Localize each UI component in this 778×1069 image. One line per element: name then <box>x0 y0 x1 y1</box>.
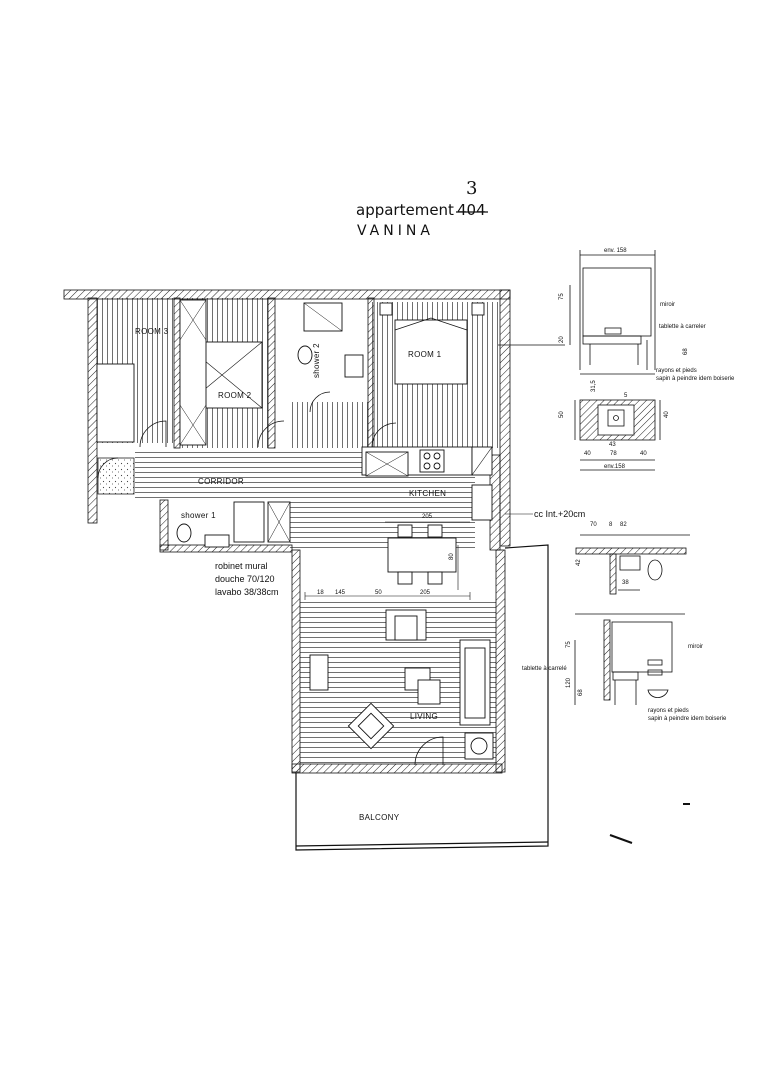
detail-top-75: 75 <box>559 293 565 300</box>
shower1-toilet <box>176 523 192 543</box>
detail-bot-70: 70 <box>590 522 597 528</box>
detail-bot-38: 38 <box>622 580 629 586</box>
detail-bot-miroir: miroir <box>688 644 703 650</box>
robinet-note-3: lavabo 38/38cm <box>215 587 279 597</box>
detail-bot-42: 42 <box>576 559 582 566</box>
detail-bottom-elevation <box>574 613 685 705</box>
room3-bed <box>96 363 135 443</box>
detail-bottom-plan <box>575 534 690 595</box>
room1-bed <box>394 319 468 385</box>
detail-mid-50: 50 <box>559 411 565 418</box>
detail-top-tablette: tablette à carreler <box>659 324 706 330</box>
detail-mid-40-right: 40 <box>664 411 670 418</box>
detail-bot-120: 120 <box>566 677 572 688</box>
cc-note: cc Int.+20cm <box>534 509 586 519</box>
detail-top-rayons-1: rayons et pieds <box>656 368 697 374</box>
detail-bot-8: 8 <box>609 522 613 528</box>
dim-145: 145 <box>335 590 346 596</box>
dim-80: 80 <box>449 553 455 560</box>
detail-mid-43: 43 <box>609 442 616 448</box>
shower1-tray <box>233 501 265 543</box>
dim-205-bottom: 205 <box>420 590 431 596</box>
terrazzo-patch <box>97 457 135 495</box>
detail-bot-82: 82 <box>620 522 627 528</box>
robinet-note-1: robinet mural <box>215 561 268 571</box>
living-label: LIVING <box>410 712 439 721</box>
detail-mid-env: env.158 <box>604 464 625 470</box>
stray-mark <box>609 834 633 844</box>
title-name: VANINA <box>357 223 434 239</box>
detail-bot-68: 68 <box>578 689 584 696</box>
detail-top-20: 20 <box>559 336 565 343</box>
shower2-label: shower 2 <box>312 343 321 378</box>
detail-bot-rayons-1: rayons et pieds <box>648 708 689 714</box>
dim-50: 50 <box>375 590 382 596</box>
walls <box>63 289 511 774</box>
shower2-floor <box>288 402 368 448</box>
room2-label: ROOM 2 <box>218 391 252 400</box>
title-prefix: appartement <box>356 201 454 219</box>
room3-label: ROOM 3 <box>135 327 169 336</box>
balcony-outline <box>295 544 549 851</box>
robinet-note-2: douche 70/120 <box>215 574 275 584</box>
detail-mid-40-left: 40 <box>584 451 591 457</box>
detail-top-rayons-2: sapin à peindre idem boiserie <box>656 376 735 382</box>
detail-mid-31-5: 31,5 <box>591 380 597 392</box>
door-swings <box>97 391 444 766</box>
detail-top-miroir: miroir <box>660 302 675 308</box>
room2-closet <box>179 299 207 446</box>
dimension-lines <box>304 513 533 600</box>
shower2-toilet <box>297 345 313 365</box>
dim-18: 18 <box>317 590 324 596</box>
corridor-label: CORRIDOR <box>198 477 244 486</box>
dim-205-top: 205 <box>422 514 433 520</box>
tablette-side-note: tablette à carrelé <box>522 666 567 672</box>
dining-table <box>387 537 457 573</box>
room1-label: ROOM 1 <box>408 350 442 359</box>
shower1-label: shower 1 <box>181 511 216 520</box>
detail-bot-75: 75 <box>566 641 572 648</box>
title-handwritten-number: 3 <box>466 178 478 199</box>
kitchen-sink <box>471 484 493 521</box>
radiator <box>309 654 329 691</box>
kitchen-label: KITCHEN <box>409 489 447 498</box>
detail-bot-rayons-2: sapin à peindre idem boiserie <box>648 716 727 722</box>
detail-top-68: 68 <box>683 348 689 355</box>
detail-mid-plan <box>574 399 661 471</box>
balcony-label: BALCONY <box>359 813 400 822</box>
detail-top-elevation <box>569 250 656 375</box>
detail-mid-40-b: 40 <box>640 451 647 457</box>
detail-top-env: env. 158 <box>604 248 627 254</box>
detail-mid-78: 78 <box>610 451 617 457</box>
detail-mid-5: 5 <box>624 393 628 399</box>
title-struck-number: 404 <box>457 201 486 219</box>
